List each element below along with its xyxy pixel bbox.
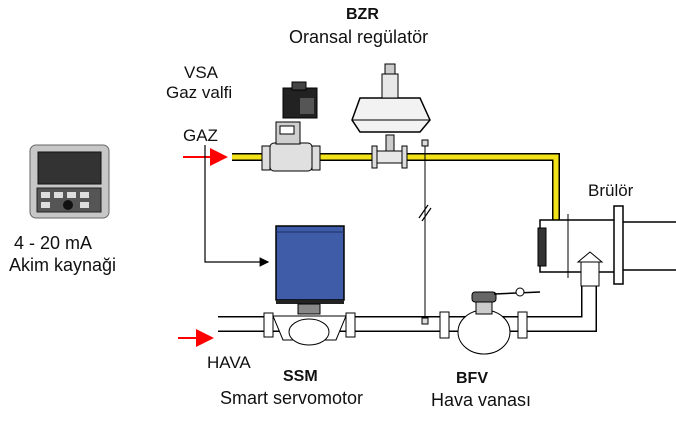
solenoid-valve-icon: [261, 81, 321, 172]
control-signal-line: [204, 145, 270, 267]
gas-inlet-label: GAZ: [183, 126, 218, 145]
ssm-name-label: Smart servomotor: [220, 388, 364, 408]
bzr-code-label: BZR: [346, 6, 379, 23]
proportional-regulator-icon: [351, 63, 431, 169]
bfv-name-label: Hava vanası: [431, 390, 532, 410]
butterfly-valve-icon: [439, 287, 541, 355]
current-source-controller-icon: [29, 144, 110, 219]
burner-icon: [537, 205, 676, 287]
ssm-code-label: SSM: [283, 368, 318, 385]
vsa-name-label: Gaz valfi: [166, 83, 233, 102]
air-inlet-label: HAVA: [207, 353, 251, 372]
servomotor-icon: [263, 225, 356, 346]
impulse-line: [418, 139, 432, 325]
bfv-code-label: BFV: [456, 370, 488, 387]
current-source-name-label: Akim kaynaği: [9, 255, 117, 275]
vsa-code-label: VSA: [184, 63, 219, 82]
bzr-name-label: Oransal regülatör: [289, 27, 429, 47]
gas-pipeline: [232, 153, 560, 221]
current-source-range-label: 4 - 20 mA: [14, 233, 93, 253]
burner-label: Brülör: [588, 181, 634, 200]
